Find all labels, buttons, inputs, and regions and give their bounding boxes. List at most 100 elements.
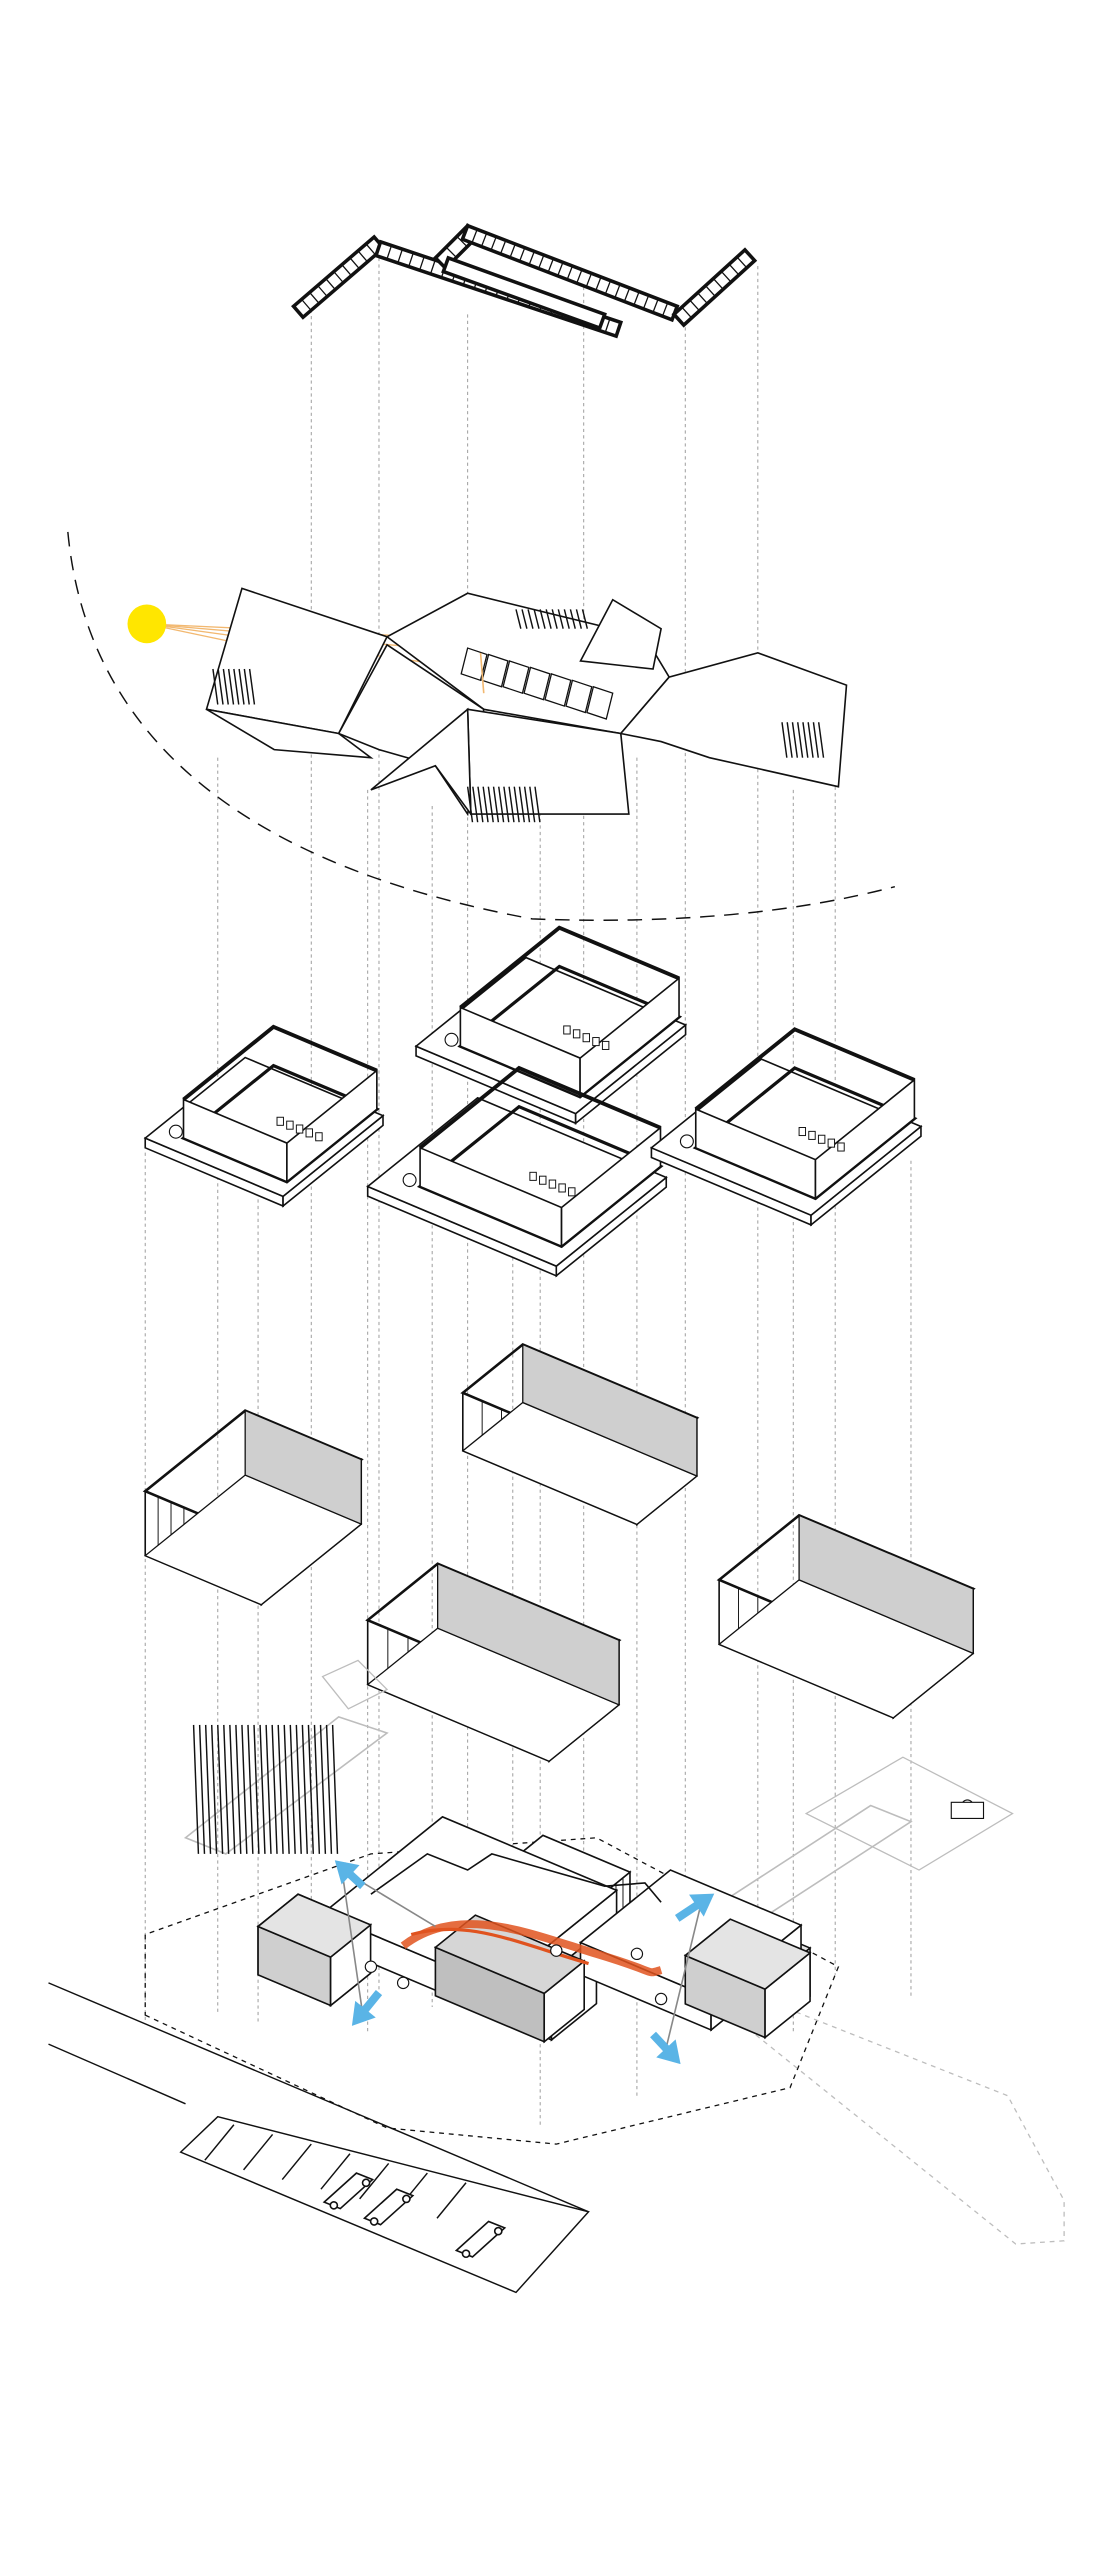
car-wheel [369,2217,379,2226]
furniture-chair [396,1976,410,1990]
parking-stall-line [436,2182,467,2219]
solar-panel-cell [661,302,669,317]
furniture [837,1142,845,1152]
wall-top [182,1024,378,1101]
stair-hatch [289,1724,296,1854]
roof-vent-grille [557,609,564,629]
solar-panel-cell [547,258,554,273]
skylight-panel [481,653,509,688]
stair-hatch [325,1724,333,1854]
sun-ray [479,652,485,694]
solar-panel-cell [705,285,716,297]
table-furniture [402,1173,417,1188]
solar-panel-cell [445,246,457,258]
roof-vent-grille [498,786,505,823]
furniture [817,1134,826,1144]
roof-vent-grille [217,668,224,705]
solar-panel-cell [642,295,650,310]
furniture [548,1179,557,1189]
solar-panel-array [441,255,607,331]
roof-vent-grille [563,609,570,629]
solar-panel-cell [349,257,360,270]
solar-panel-cell [604,318,611,333]
solar-panel-cell [419,256,425,271]
car-wheel [402,2194,411,2204]
car-wheel [361,2178,371,2188]
furniture [558,1183,566,1193]
solar-panel-cell [697,292,708,305]
furniture [315,1132,323,1142]
furniture-chair [550,1944,563,1957]
roof-vent-grille [238,668,245,705]
roof-vent-grille [796,722,804,758]
furniture [592,1037,600,1047]
solar-panel-cell [604,280,612,295]
roof-vent-grille [492,786,500,823]
solar-panel-cell [538,254,545,269]
solar-panel-cell [333,271,344,284]
roof-vent-grille [521,609,528,629]
circulation-path [410,1927,589,1966]
roof-vent-grille [781,722,788,758]
car-wheel [329,2200,339,2210]
stair-hatch [331,1724,339,1854]
roof-vent-grille [539,609,546,629]
furniture [568,1187,576,1197]
furniture [582,1033,590,1043]
roof-vent-grille [515,609,522,629]
roof-vent-grille [472,786,479,823]
furniture [276,1116,284,1126]
roof-vent-grille [534,786,541,823]
solar-panel-cell [499,240,507,255]
solar-panel-cell [585,273,593,288]
solar-panel-cell [633,291,640,306]
top-face [256,1893,373,1959]
furniture-table [950,1801,985,1820]
airflow-arrowhead-icon [351,2000,376,2026]
furniture [572,1029,581,1039]
roof-vent-grille [786,722,793,758]
roof-vent-grille [503,786,510,823]
furniture [808,1130,816,1140]
top-face [414,956,688,1115]
stair-hatch [217,1724,224,1854]
roof-layer [67,531,896,921]
furniture [798,1127,807,1137]
roof-vent-grille [527,609,534,629]
skylight-panel [544,673,572,707]
solar-panel-cell [736,256,748,269]
roof-vent-grille [508,786,515,823]
roof-vent-grille [243,668,250,705]
stair-hatch [229,1724,236,1854]
table-furniture [444,1032,459,1047]
stair-hatch [283,1724,290,1854]
roof-vent-grille [523,786,531,823]
floor-plan-layer [143,925,923,1278]
roof-vent-grille [812,722,819,758]
car-wheel [461,2249,471,2259]
roof-vent-grille [581,609,589,629]
stair-hatch [313,1724,321,1854]
solar-panel-layer [291,223,758,339]
parking-lot [179,2115,590,2294]
sun-icon [127,604,167,644]
furniture-chair [364,1960,378,1973]
roof-vent-grille [529,786,536,823]
roof-vent-grille [533,609,540,629]
terrace-outline [804,1756,1014,1871]
circulation-path [400,1920,663,1977]
solar-panel-cell [365,243,377,256]
skylight-panel [502,660,530,695]
stair-hatch [210,1724,218,1854]
solar-panel-cell [386,245,393,260]
solar-panel-cell [595,276,602,291]
skylight-panel [523,666,551,701]
furniture-chair [654,1992,668,2006]
furniture [295,1124,304,1134]
roof-vent-grille [575,609,582,629]
airflow-arrowhead-icon [334,1860,360,1885]
solar-panel-cell [728,263,740,276]
stair-hatch [265,1724,272,1854]
walkway [660,1958,1065,2245]
